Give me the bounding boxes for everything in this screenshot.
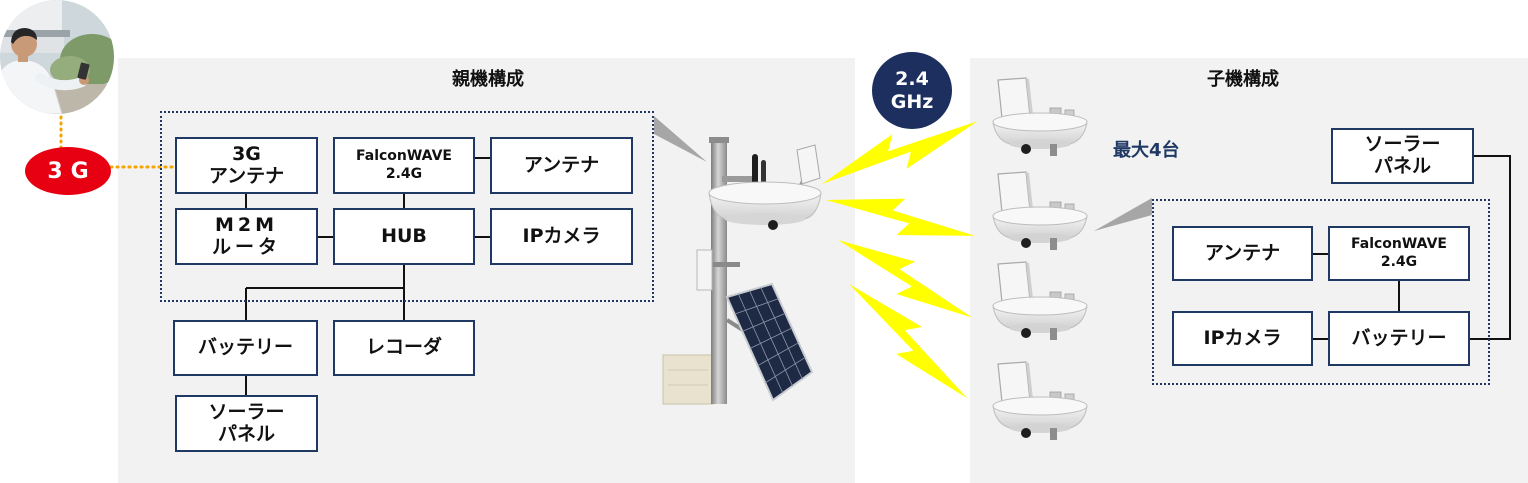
child-battery-box: バッテリー xyxy=(1328,311,1470,366)
parent-hub-box: HUB xyxy=(333,208,475,265)
child-ip-camera-box: IPカメラ xyxy=(1172,311,1313,366)
signal-bolt-4 xyxy=(849,284,968,399)
child-unit-photo-3 xyxy=(992,261,1088,341)
parent-solar-panel-box: ソーラー パネル xyxy=(175,395,318,452)
child-falconwave-box: FalconWAVE 2.4G xyxy=(1328,226,1470,281)
solar-panel-photo xyxy=(725,282,814,402)
signal-bolt-1 xyxy=(822,121,978,184)
child-solar-panel-box: ソーラー パネル xyxy=(1331,128,1474,184)
child-antenna-box: アンテナ xyxy=(1172,226,1313,281)
signal-bolt-3 xyxy=(838,240,973,318)
child-unit-photo-2 xyxy=(992,171,1088,251)
parent-config-title: 親機構成 xyxy=(452,69,524,90)
parent-3g-antenna-box: 3G アンテナ xyxy=(175,137,318,194)
link-child-solar-battery xyxy=(1470,155,1511,340)
signal-bolts xyxy=(822,121,978,399)
max-units-label: 最大4台 xyxy=(1113,140,1180,161)
parent-callout-wedge xyxy=(654,116,707,162)
parent-connectors xyxy=(245,157,490,395)
child-callout-wedge xyxy=(1094,198,1152,231)
parent-m2m-router-box: M2M ルータ xyxy=(175,208,318,265)
child-unit-photo-4 xyxy=(992,361,1088,441)
child-unit-photo-1 xyxy=(992,77,1088,157)
parent-recorder-box: レコーダ xyxy=(333,320,475,376)
pole-unit-photo xyxy=(662,137,822,405)
3g-network-badge: 3G xyxy=(25,147,111,195)
parent-battery-box: バッテリー xyxy=(173,320,318,376)
child-connectors xyxy=(1313,155,1511,340)
parent-antenna-box: アンテナ xyxy=(490,137,633,194)
child-config-title: 子機構成 xyxy=(1207,69,1279,90)
signal-bolt-2 xyxy=(826,198,976,236)
operator-photo xyxy=(0,0,114,114)
frequency-badge: 2.4 GHz xyxy=(872,52,952,129)
parent-unit-frame xyxy=(160,111,654,302)
parent-ip-camera-box: IPカメラ xyxy=(490,208,633,265)
parent-falconwave-box: FalconWAVE 2.4G xyxy=(333,137,475,194)
child-unit-frame xyxy=(1152,199,1490,385)
